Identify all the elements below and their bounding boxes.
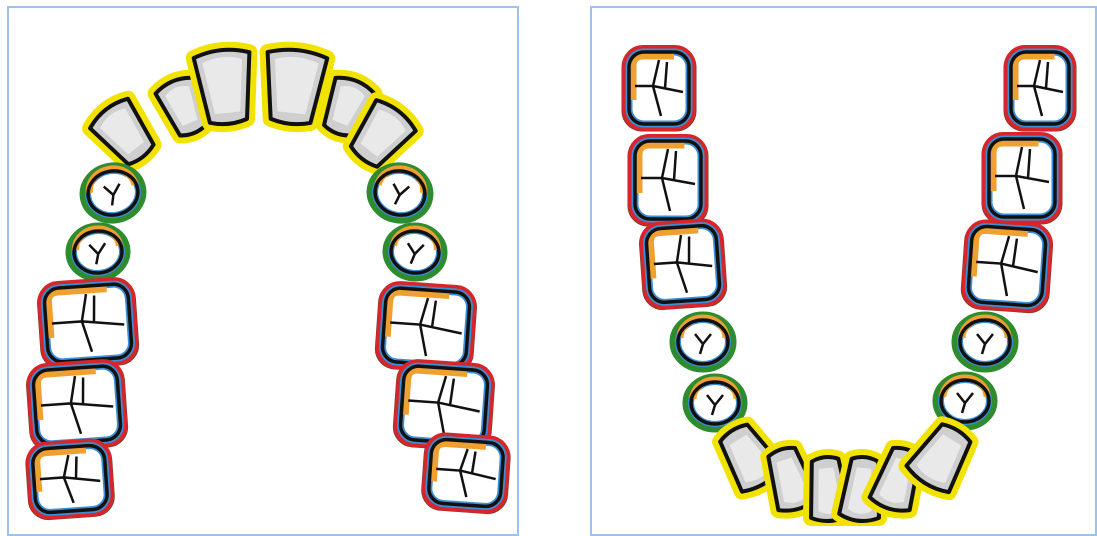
lower-molar-tooth bbox=[962, 221, 1052, 312]
lower-premolar-tooth bbox=[955, 315, 1015, 369]
upper-molar-tooth bbox=[376, 283, 476, 372]
lower-molar-tooth bbox=[630, 137, 706, 224]
lower-molar-tooth bbox=[984, 135, 1060, 222]
upper-premolar-tooth bbox=[66, 223, 129, 281]
lower-molar-tooth bbox=[1006, 48, 1074, 129]
lower-molar-tooth bbox=[624, 48, 694, 129]
upper-anterior-tooth bbox=[87, 95, 162, 172]
lower-premolar-tooth bbox=[673, 315, 733, 369]
upper-anterior-tooth bbox=[260, 47, 327, 127]
upper-anterior-tooth bbox=[193, 47, 256, 126]
upper-molar-tooth bbox=[27, 440, 114, 519]
upper-molar-tooth bbox=[38, 279, 138, 368]
upper-premolar-tooth bbox=[383, 223, 446, 281]
lower-molar-tooth bbox=[640, 220, 726, 308]
upper-premolar-tooth bbox=[79, 161, 147, 225]
lower-anterior-tooth bbox=[904, 417, 979, 496]
upper-molar-tooth bbox=[27, 361, 127, 450]
upper-molar-tooth bbox=[423, 434, 510, 513]
